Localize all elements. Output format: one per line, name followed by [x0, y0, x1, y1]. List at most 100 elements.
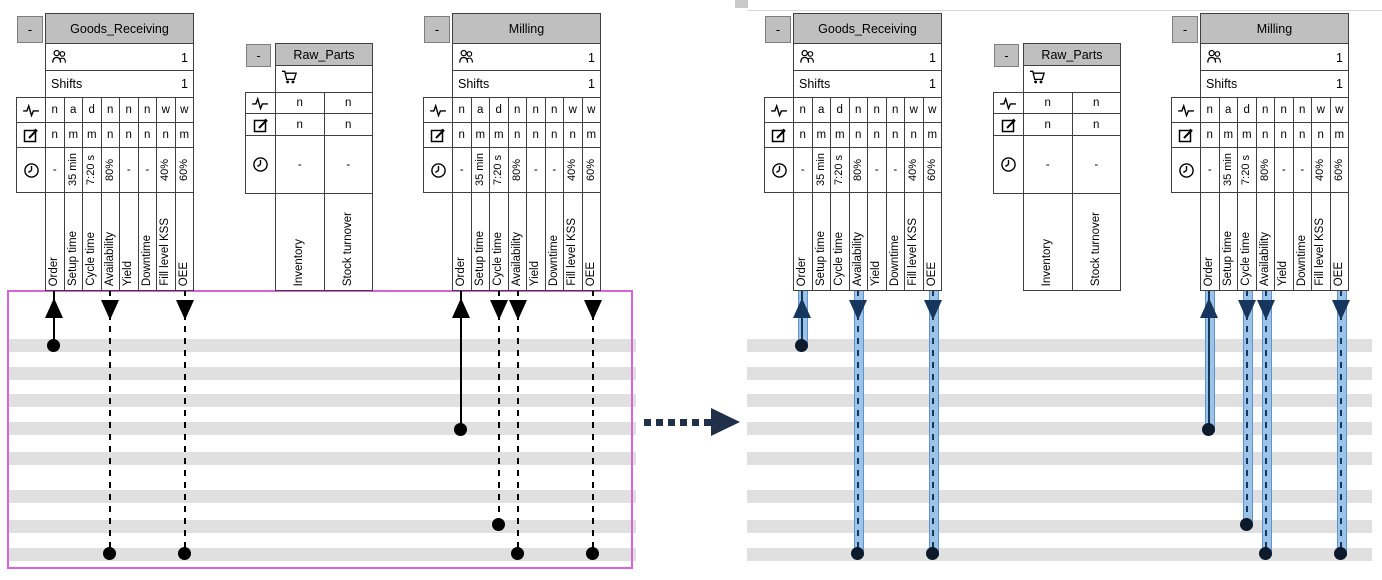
flag-cell: w [563, 98, 582, 122]
kpi-label-cell: Setup time [63, 193, 83, 290]
flag-cell: n [563, 123, 582, 147]
kpi-label-cell: Setup time [811, 193, 831, 290]
flag-cell: n [323, 114, 373, 135]
kpi-value-row: -- [275, 135, 373, 194]
chart-row-stripe [747, 367, 1372, 380]
edit-icon [764, 122, 794, 148]
flag-cell: n [544, 98, 564, 122]
kpi-label-cell: Cycle time [1237, 193, 1256, 290]
flag-cell: m [1218, 123, 1238, 147]
arrow-down-icon [924, 300, 942, 320]
flag-cell: n [137, 98, 157, 122]
kpi-line-order [460, 290, 462, 429]
kpi-line-highlight-availability [854, 290, 864, 556]
kpi-value-cell: 80% [1255, 148, 1275, 192]
collapse-button[interactable]: - [765, 16, 791, 43]
flag-cell: n [885, 123, 905, 147]
chart-row-stripe [747, 394, 1372, 407]
data-point-dot [103, 547, 116, 560]
collapse-button[interactable]: - [994, 44, 1019, 67]
clock-icon [993, 135, 1024, 194]
kpi-label-cell: Setup time [1218, 193, 1238, 290]
flag-cell: d [82, 98, 101, 122]
flag-cell: n [458, 129, 465, 141]
kpi-value-cell: - [459, 164, 464, 176]
collapse-button[interactable]: - [1172, 16, 1198, 43]
signal-icon [16, 97, 46, 123]
kpi-value-cell: 35 min [470, 148, 490, 192]
kpi-label-cell: Stock turnover [323, 194, 373, 290]
kpi-label-cell: Fill level KSS [156, 193, 175, 290]
kpi-label-cell: Downtime [885, 193, 905, 290]
flag-cell: d [830, 98, 849, 122]
flag-cell: n [1274, 98, 1293, 122]
signal-icon [245, 92, 276, 114]
kpi-line-order [1208, 290, 1210, 429]
chart-row-stripe [8, 490, 636, 503]
chart-row-stripe [747, 490, 1372, 503]
arrow-down-icon [1238, 300, 1256, 320]
signal-icon [423, 97, 453, 123]
collapse-button[interactable]: - [17, 16, 43, 43]
collapse-button[interactable]: - [424, 16, 450, 43]
selection-box [7, 290, 633, 569]
shifts-label: Shifts [799, 77, 831, 91]
data-point-dot [1259, 547, 1272, 560]
operators-row: 1 [793, 43, 942, 72]
flag-cell: n [119, 98, 138, 122]
panel-top-border [747, 10, 1382, 11]
kpi-line-oee [932, 290, 934, 553]
arrow-down-icon [490, 300, 508, 320]
kpi-label-cell: Downtime [544, 193, 564, 290]
chart-row-stripe [747, 339, 1372, 352]
chart-row-stripe [8, 548, 636, 561]
flag-cell: n [799, 129, 806, 141]
kpi-label-cell: Cycle time [489, 193, 508, 290]
kpi-line-availability [1265, 290, 1267, 553]
kpi-label-cell: OEE [1329, 193, 1349, 290]
flag-cell: n [156, 123, 175, 147]
flag-cell: n [507, 123, 527, 147]
kpi-value-cell: 60% [174, 148, 194, 192]
chart-row-stripe [747, 452, 1372, 465]
kpi-value-cell: 35 min [1218, 148, 1238, 192]
flag-cell: n [885, 98, 905, 122]
kpi-label-cell: Yield [119, 193, 138, 290]
operators-value: 1 [181, 50, 188, 65]
arrow-down-icon [1257, 300, 1275, 320]
data-point-dot [851, 547, 864, 560]
arrow-down-icon [176, 300, 194, 320]
kpi-value-cell: 80% [848, 148, 868, 192]
edit-icon [993, 113, 1024, 136]
inventory-row [275, 65, 373, 93]
shifts-row: Shifts 1 [1200, 70, 1349, 98]
chart-row-stripe [8, 520, 636, 533]
flag-cell: w [922, 98, 942, 122]
kpi-value-cell: 40% [156, 148, 175, 192]
chart-row-stripe [8, 339, 636, 352]
data-point-dot [1202, 423, 1215, 436]
kpi-label-cell: Order [455, 256, 467, 286]
data-point-dot [586, 547, 599, 560]
flag-cell: n [904, 123, 923, 147]
collapse-button[interactable]: - [246, 44, 271, 67]
cart-icon [281, 69, 298, 90]
kpi-line-highlight-order [798, 290, 808, 348]
shifts-value: 1 [588, 77, 595, 91]
flag-cell: n [100, 98, 120, 122]
flag-cell: n [1255, 98, 1275, 122]
flag-cell: m [922, 123, 942, 147]
kpi-label-cell: Availability [100, 193, 120, 290]
